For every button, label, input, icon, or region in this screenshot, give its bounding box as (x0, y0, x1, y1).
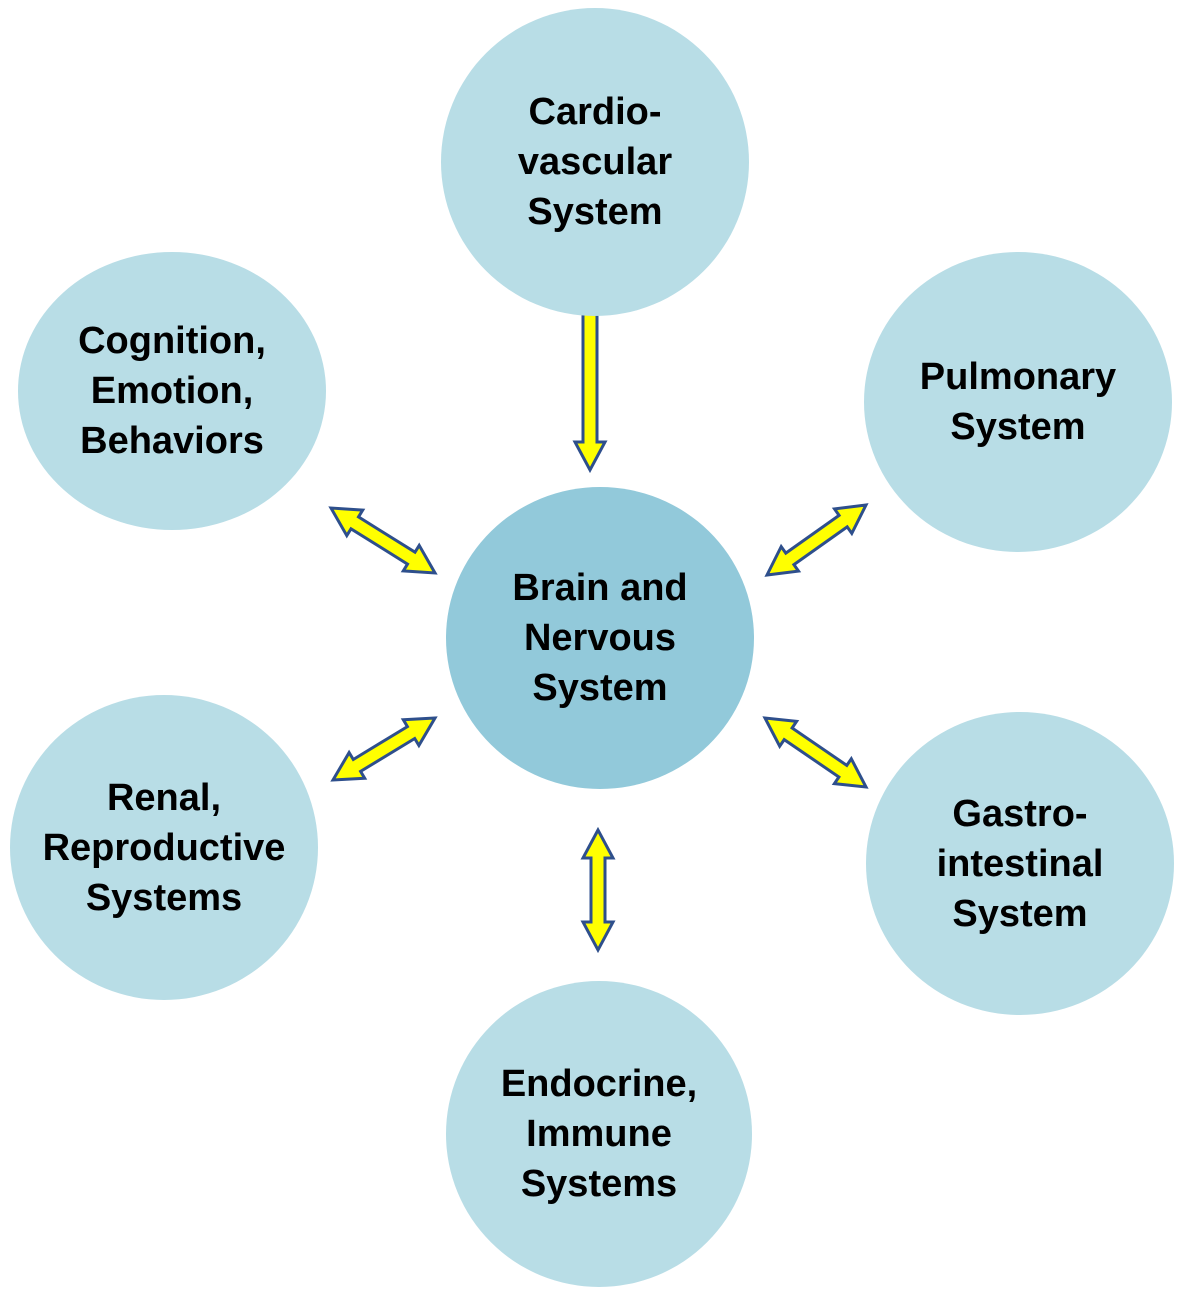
cardiovascular-system-node: Cardio- vascular System (441, 8, 749, 316)
renal-label-line-2: Reproductive (42, 826, 286, 869)
cardiovascular-label-line-2: vascular (517, 141, 673, 183)
cardiovascular-label-line-1: Cardio- (528, 91, 662, 133)
cognition-emotion-behaviors-node: Cognition, Emotion, Behaviors (18, 252, 326, 530)
pulmonary-system-node: Pulmonary System (864, 252, 1172, 552)
center-label-line-3: System (532, 667, 668, 709)
renal-label-line-1: Renal, (106, 776, 222, 819)
center-label-line-1: Brain and (512, 567, 688, 609)
endocrine-label-line-1: Endocrine, (500, 1063, 698, 1105)
cognition-label-line-3: Behaviors (80, 420, 264, 462)
double-arrow-endocrine-immune (580, 826, 616, 954)
cognition-label-line-1: Cognition, (78, 320, 266, 362)
endocrine-immune-systems-node: Endocrine, Immune Systems (446, 981, 752, 1287)
double-arrow-cognition (328, 506, 438, 575)
renal-reproductive-systems-node: Renal, Reproductive Systems (10, 695, 318, 1000)
endocrine-label-line-3: Systems (520, 1163, 678, 1205)
double-arrow-gastrointestinal (762, 716, 869, 789)
gastro-label-line-2: intestinal (936, 842, 1104, 885)
double-arrow-renal-reproductive (330, 716, 438, 782)
gastro-label-line-1: Gastro- (952, 792, 1088, 835)
pulmonary-label-line-1: Pulmonary (919, 356, 1117, 398)
gastrointestinal-system-node: Gastro- intestinal System (866, 712, 1174, 1015)
center-label-line-2: Nervous (523, 617, 677, 659)
brain-nervous-system-node: Brain and Nervous System (446, 487, 754, 789)
cognition-label-line-2: Emotion, (90, 370, 254, 412)
cardiovascular-label-line-3: System (527, 191, 663, 233)
double-arrow-pulmonary (764, 503, 869, 577)
pulmonary-label-line-2: System (950, 406, 1086, 448)
gastro-label-line-3: System (952, 892, 1088, 935)
renal-label-line-3: Systems (85, 876, 243, 919)
endocrine-label-line-2: Immune (526, 1113, 672, 1155)
